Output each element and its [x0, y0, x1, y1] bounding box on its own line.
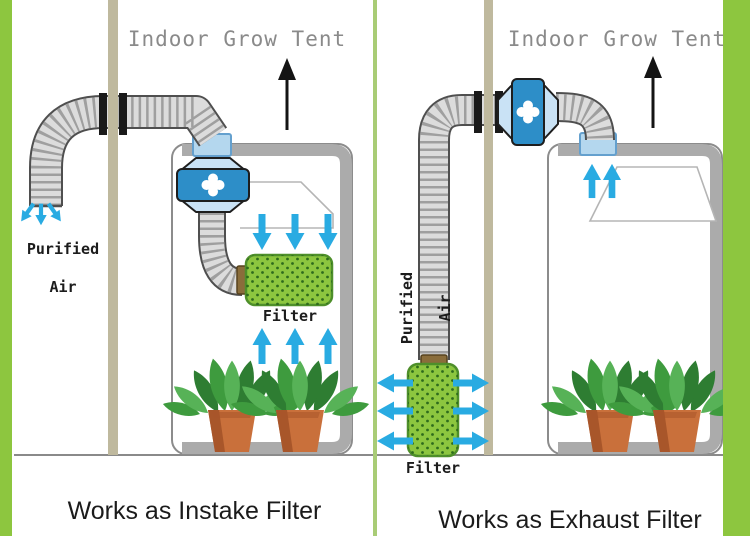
wall-sleeve-icon: [99, 93, 107, 135]
room-wall-left: [108, 0, 118, 455]
purified-air-label-right: Purified Air: [398, 271, 454, 345]
reflector-hood-right: [588, 166, 718, 222]
wall-sleeve-icon: [119, 93, 127, 135]
room-wall-right: [484, 0, 493, 455]
caption-right: Works as Exhaust Filter Put Pre-filter I…: [438, 506, 702, 534]
inline-fan-right: [497, 78, 559, 146]
exhaust-panel-graphics: [377, 0, 748, 458]
carbon-filter-right: [406, 354, 460, 458]
reflector-hood-left: [240, 181, 334, 229]
wall-sleeve-icon: [474, 91, 482, 133]
frame-border-left: [0, 0, 12, 536]
intake-panel-graphics: [16, 0, 370, 455]
purified-air-label-left: Purified Air: [26, 240, 100, 296]
caption-left: Works as Instake Filter Put Pre-filter O…: [67, 497, 322, 525]
fan-to-tent-duct: [556, 107, 600, 140]
filter-label-right: Filter: [405, 459, 461, 477]
exhaust-direction-arrow: [644, 56, 662, 128]
inline-fan-left: [176, 157, 250, 213]
frame-border-right: [723, 0, 750, 536]
panel-title-right: Indoor Grow Tent: [507, 27, 727, 51]
exhaust-direction-arrow: [278, 58, 296, 130]
panel-divider: [373, 0, 377, 536]
intake-duct: [30, 112, 213, 206]
panel-title-left: Indoor Grow Tent: [127, 27, 347, 51]
filter-label-left: Filter: [262, 307, 318, 325]
carbon-filter-left: [236, 253, 334, 307]
